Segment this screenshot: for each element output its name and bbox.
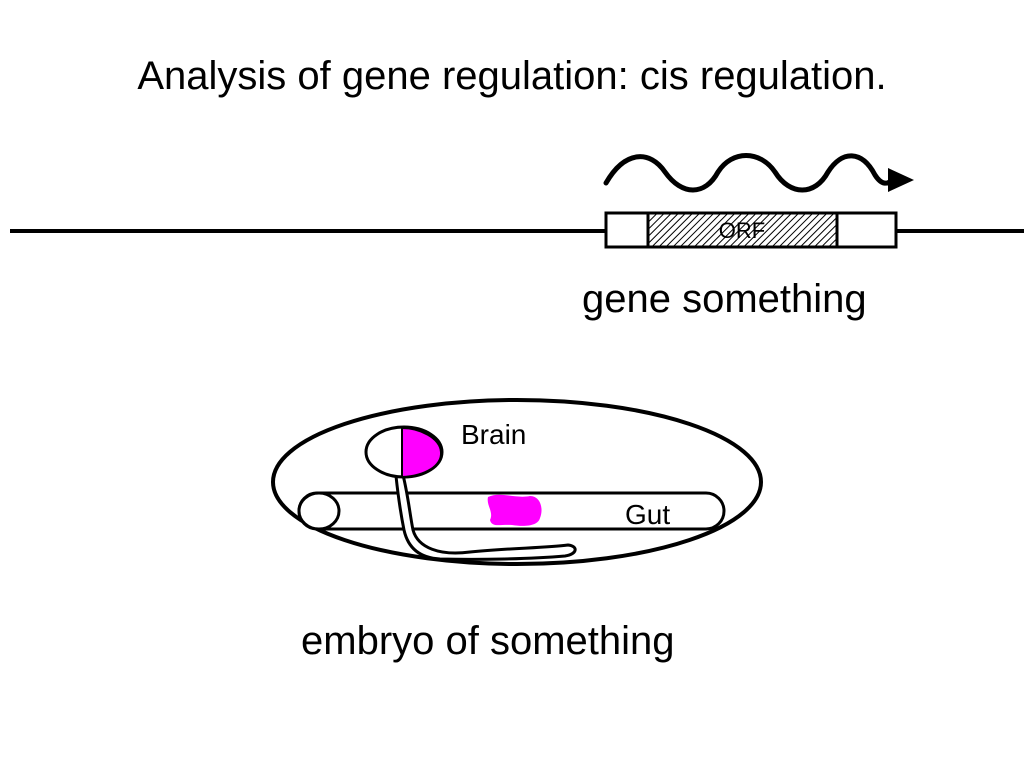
brain <box>364 425 444 479</box>
transcript-arrow <box>603 153 914 193</box>
embryo-caption: embryo of something <box>301 619 675 663</box>
gut-label: Gut <box>625 499 670 530</box>
gene-box: ORF <box>604 211 898 249</box>
gut-expression <box>487 494 542 526</box>
orf-region <box>646 211 839 249</box>
gene-caption: gene something <box>582 277 867 321</box>
orf-label: ORF <box>719 218 765 243</box>
brain-label: Brain <box>461 419 526 450</box>
brain-expression <box>401 426 443 479</box>
embryo-drawing: Brain Gut <box>271 398 763 566</box>
slide-title: Analysis of gene regulation: cis regulat… <box>137 54 887 98</box>
arrowhead-icon <box>888 168 914 192</box>
nerve-cord <box>394 474 577 561</box>
